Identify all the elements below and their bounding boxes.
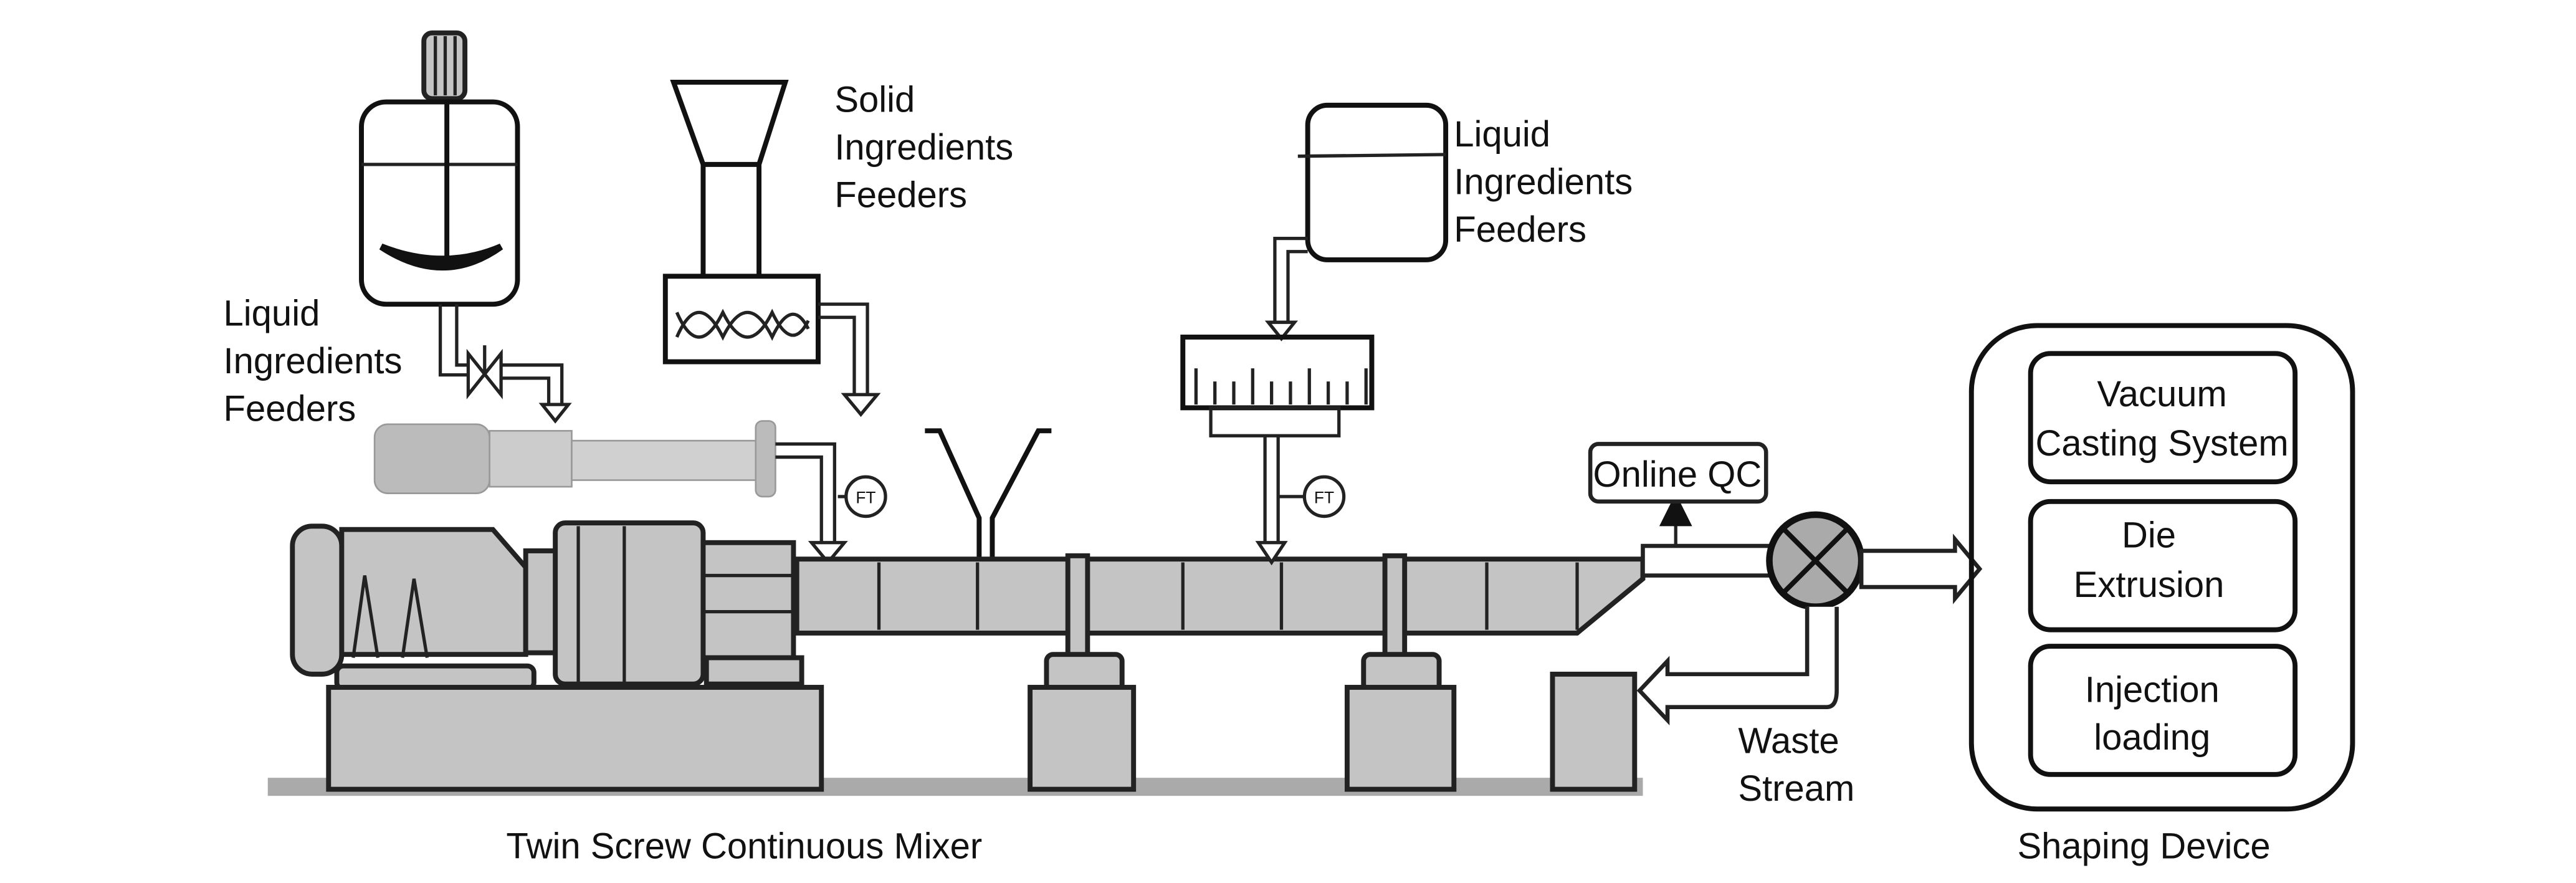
outlet-pipe xyxy=(1641,543,1777,578)
svg-text:Liquid: Liquid xyxy=(1454,114,1550,155)
svg-text:loading: loading xyxy=(2094,717,2210,758)
barrel-support-2 xyxy=(1344,553,1457,792)
shaping-device-box xyxy=(1968,323,2355,812)
flow-transmitter-2 xyxy=(1302,475,1346,518)
product-arrow xyxy=(1859,533,1983,604)
svg-text:Stream: Stream xyxy=(1738,768,1854,809)
waste-arrow xyxy=(1636,606,1839,726)
weigh-scale xyxy=(1180,334,1375,437)
option-vacuum-casting: Vacuum Casting System xyxy=(2028,351,2298,485)
svg-text:Extrusion: Extrusion xyxy=(2074,565,2225,605)
shaping-device-label: Shaping Device xyxy=(2018,826,2271,866)
svg-text:Liquid: Liquid xyxy=(224,293,320,333)
online-qc-label: Online QC xyxy=(1593,454,1762,495)
svg-text:Ingredients: Ingredients xyxy=(1454,161,1633,202)
inlet-funnel xyxy=(925,428,1052,560)
online-qc-box xyxy=(1588,442,1768,504)
option-die-extrusion: Die Extrusion xyxy=(2028,499,2298,632)
liquid-tank-right xyxy=(1297,102,1449,262)
ft-label-2: FT xyxy=(1314,488,1334,507)
tank-outlet-pipe xyxy=(438,304,469,377)
mixer-label: Twin Screw Continuous Mixer xyxy=(506,826,982,866)
mixer-drive xyxy=(290,520,804,692)
svg-text:Feeders: Feeders xyxy=(224,388,356,429)
liquid-pump xyxy=(373,420,776,498)
svg-text:Feeders: Feeders xyxy=(834,174,967,215)
svg-text:Ingredients: Ingredients xyxy=(224,341,403,381)
svg-text:Injection: Injection xyxy=(2085,670,2220,710)
waste-stream-label: Waste Stream xyxy=(1738,721,1854,809)
ft-label-1: FT xyxy=(856,488,875,507)
svg-text:Feeders: Feeders xyxy=(1454,209,1586,250)
solid-feeders-label: Solid Ingredients Feeders xyxy=(834,79,1013,215)
solid-feeder xyxy=(662,79,821,365)
valve-icon xyxy=(466,345,503,399)
barrel-support-1 xyxy=(1028,553,1137,792)
svg-text:Ingredients: Ingredients xyxy=(834,127,1013,168)
option-injection-loading: Injection loading xyxy=(2028,644,2298,777)
svg-text:Casting System: Casting System xyxy=(2036,423,2289,464)
mixing-tank-left xyxy=(359,30,520,307)
svg-text:Die: Die xyxy=(2122,515,2176,556)
svg-text:Solid: Solid xyxy=(834,79,915,120)
liquid-feeders-left-label: Liquid Ingredients Feeders xyxy=(224,293,403,429)
liquid-feeders-right-label: Liquid Ingredients Feeders xyxy=(1454,114,1633,250)
mixer-base xyxy=(326,685,824,792)
svg-text:Vacuum: Vacuum xyxy=(2097,374,2226,414)
diverter-valve-icon xyxy=(1766,511,1865,610)
svg-text:Waste: Waste xyxy=(1738,721,1839,761)
waste-bin xyxy=(1550,671,1638,792)
mixer-barrel xyxy=(794,556,1646,636)
flow-transmitter-1 xyxy=(844,475,887,518)
